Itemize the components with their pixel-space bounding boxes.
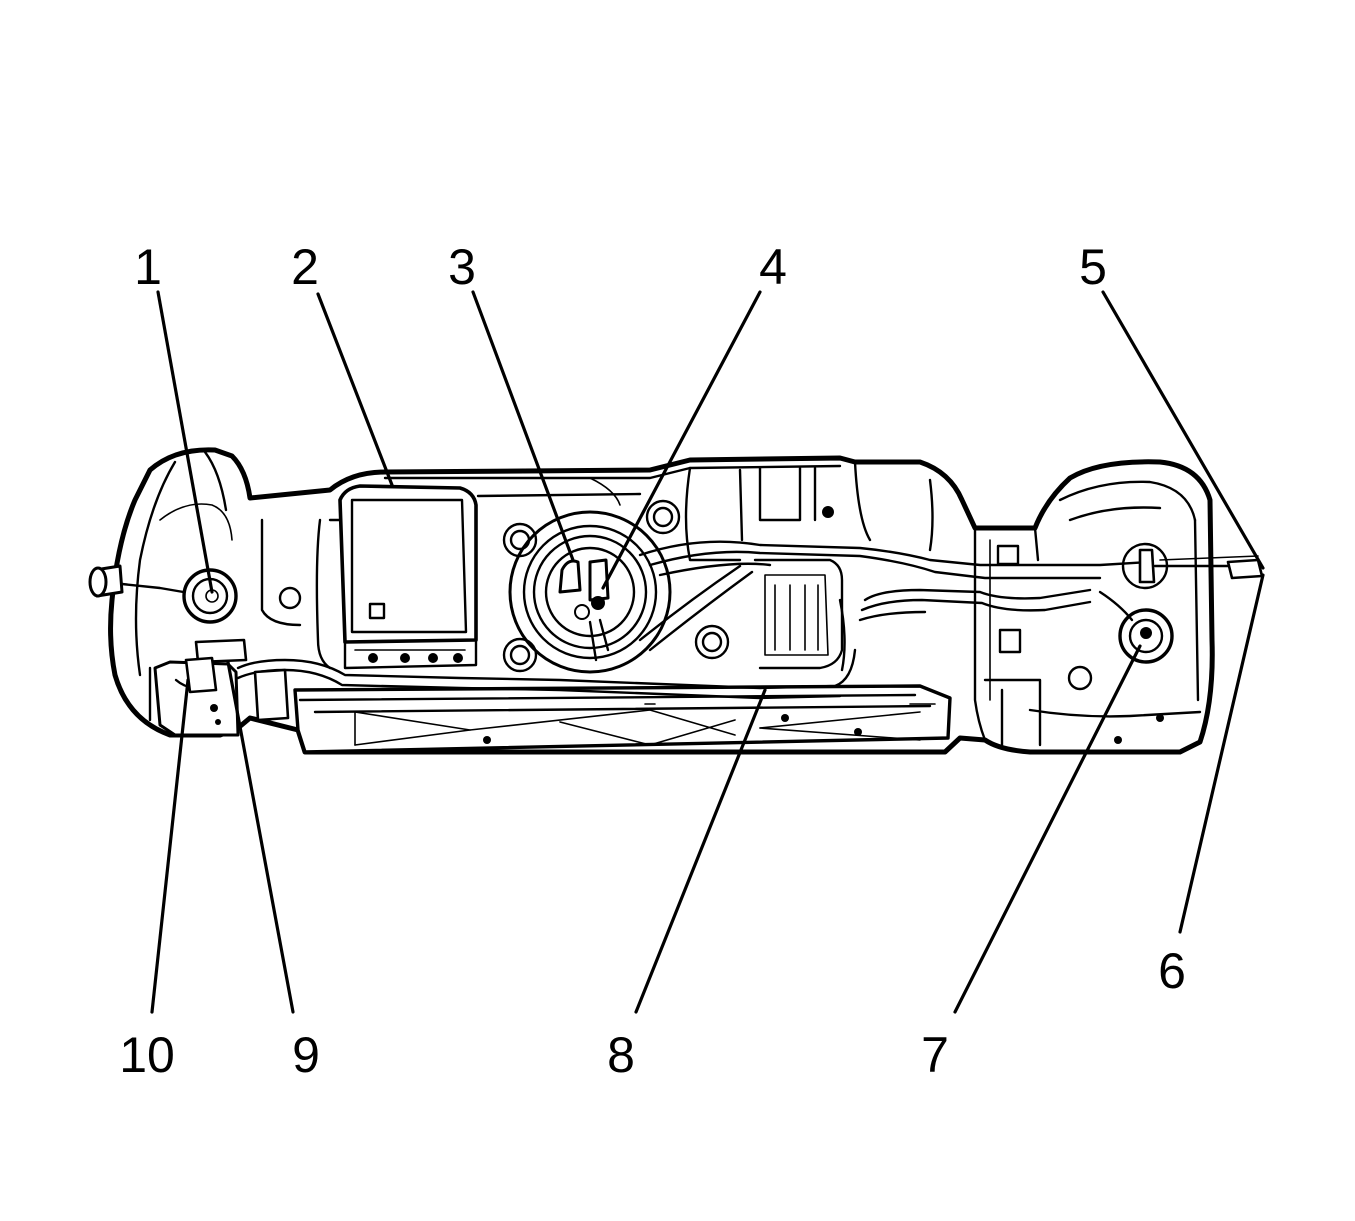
callout-4: 4 — [759, 239, 787, 295]
callout-1: 1 — [134, 239, 162, 295]
leader-8 — [634, 688, 767, 1014]
leader-10 — [150, 678, 190, 1014]
callout-7: 7 — [921, 1027, 949, 1083]
leader-6 — [1178, 573, 1265, 934]
callout-9: 9 — [292, 1027, 320, 1083]
leader-lines — [150, 290, 1265, 1014]
leader-4 — [601, 290, 762, 590]
callout-6: 6 — [1158, 943, 1186, 999]
callout-3: 3 — [448, 239, 476, 295]
callout-8: 8 — [607, 1027, 635, 1083]
callout-labels: 1 2 3 4 5 6 7 8 9 10 — [119, 239, 1186, 1083]
leader-1 — [156, 290, 214, 594]
leader-3 — [471, 290, 575, 562]
leader-5 — [1101, 290, 1265, 570]
callout-2: 2 — [291, 239, 319, 295]
leader-7 — [953, 644, 1142, 1014]
fuel-tank — [88, 447, 1264, 755]
callout-10: 10 — [119, 1027, 175, 1083]
leader-9 — [226, 660, 295, 1014]
callout-5: 5 — [1079, 239, 1107, 295]
leader-2 — [316, 292, 394, 487]
